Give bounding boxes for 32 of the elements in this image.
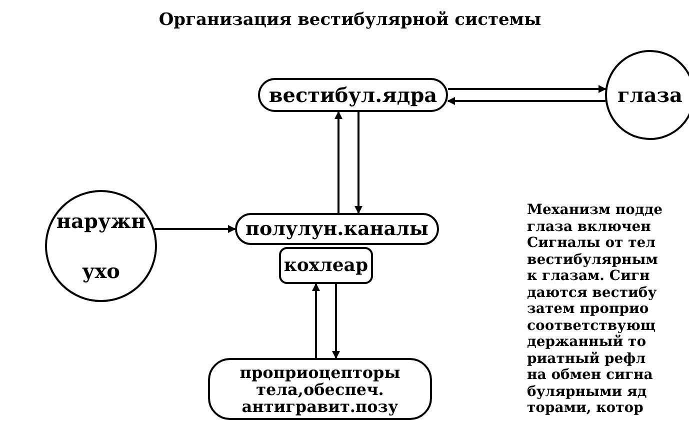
text-line: затем проприо bbox=[527, 301, 650, 318]
arrow bbox=[312, 283, 320, 358]
node-label: проприоцепторы тела,обеспеч. антигравит.позу bbox=[238, 364, 402, 414]
text-line: глаза включен bbox=[527, 218, 652, 235]
text-line: к глазам. Сигн bbox=[527, 268, 651, 284]
node-label: полулун.каналы bbox=[246, 216, 428, 242]
arrow bbox=[354, 112, 362, 214]
arrow bbox=[154, 225, 236, 233]
rounded-box bbox=[279, 247, 373, 284]
node-label: кохлеар bbox=[284, 254, 368, 278]
text-line: держанный то bbox=[527, 334, 648, 350]
rounded-box bbox=[208, 358, 432, 420]
node-label: ухо bbox=[82, 258, 120, 285]
text-line: даются вестибу bbox=[527, 284, 658, 301]
diagram-title: Организация вестибулярной системы bbox=[158, 9, 542, 32]
arrow bbox=[448, 85, 606, 93]
node-label: вестибул.ядра bbox=[268, 82, 438, 109]
rounded-box bbox=[235, 213, 439, 245]
text-line: вестибулярным bbox=[527, 252, 659, 268]
text-line: булярными яд bbox=[527, 384, 648, 400]
text-line: Механизм подде bbox=[527, 202, 664, 218]
rounded-box bbox=[258, 78, 448, 112]
arrow bbox=[332, 284, 340, 359]
arrow bbox=[334, 111, 342, 213]
text-line: риатный рефл bbox=[527, 350, 647, 367]
text-line: соответствующ bbox=[527, 318, 657, 334]
node-label: наружн bbox=[56, 208, 146, 235]
text-line: Сигналы от тел bbox=[527, 235, 657, 252]
text-line: торами, котор bbox=[527, 400, 644, 416]
arrow bbox=[447, 97, 606, 105]
node-label: глаза bbox=[617, 82, 683, 109]
text-line: на обмен сигна bbox=[527, 367, 654, 384]
